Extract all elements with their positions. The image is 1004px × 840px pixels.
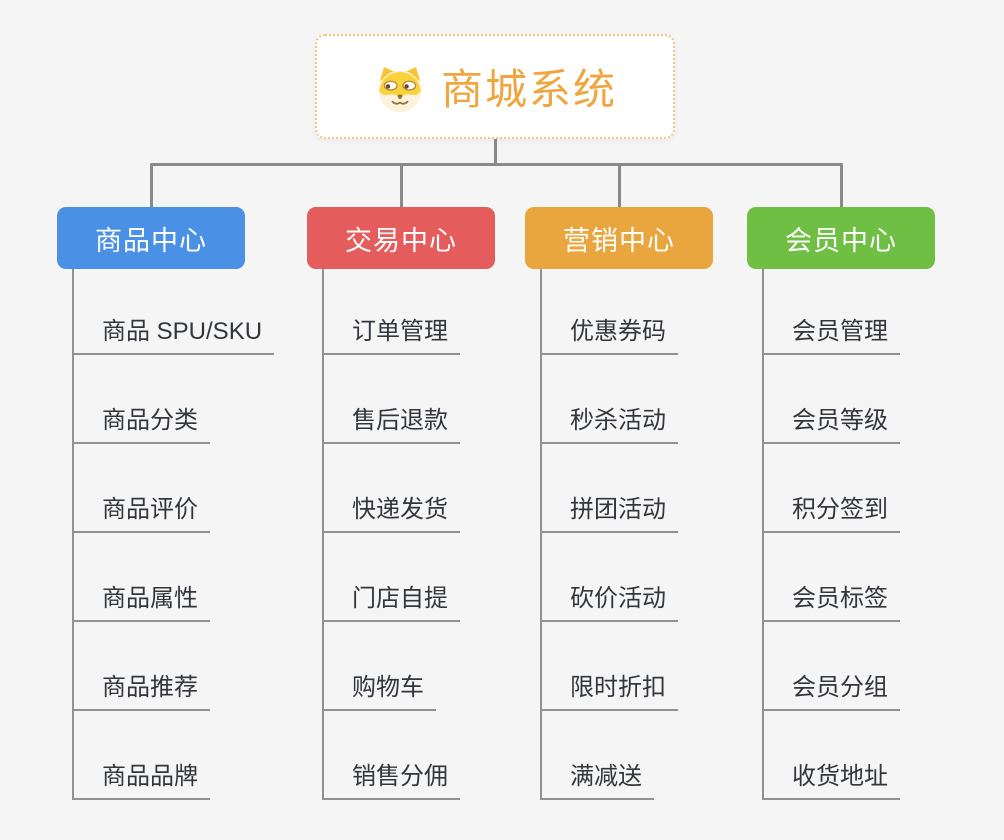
subtopic-row: 拼团活动 bbox=[542, 444, 713, 533]
subtopic-row: 门店自提 bbox=[324, 533, 495, 622]
subtopic-label[interactable]: 限时折扣 bbox=[542, 674, 678, 711]
subtopic-label[interactable]: 砍价活动 bbox=[542, 585, 678, 622]
subtopic-row: 秒杀活动 bbox=[542, 355, 713, 444]
subtopic-label[interactable]: 会员标签 bbox=[764, 585, 900, 622]
subtopic-label[interactable]: 商品评价 bbox=[74, 496, 210, 533]
branch-marketing-center: 营销中心 优惠券码 秒杀活动 拼团活动 砍价活动 限时折扣 满减送 bbox=[525, 207, 713, 800]
subtopic-label[interactable]: 购物车 bbox=[324, 674, 436, 711]
subtopic-label[interactable]: 优惠券码 bbox=[542, 318, 678, 355]
subtopic-row: 商品分类 bbox=[74, 355, 274, 444]
subtopic-list-member: 会员管理 会员等级 积分签到 会员标签 会员分组 收货地址 bbox=[762, 269, 935, 800]
subtopic-row: 快递发货 bbox=[324, 444, 495, 533]
subtopic-row: 购物车 bbox=[324, 622, 495, 711]
branch-product-center: 商品中心 商品 SPU/SKU 商品分类 商品评价 商品属性 商品推荐 商品品牌 bbox=[57, 207, 275, 800]
subtopic-row: 商品品牌 bbox=[74, 711, 274, 800]
subtopic-row: 会员分组 bbox=[764, 622, 935, 711]
subtopic-row: 订单管理 bbox=[324, 269, 495, 355]
branch-topic-marketing[interactable]: 营销中心 bbox=[525, 207, 713, 269]
subtopic-row: 会员管理 bbox=[764, 269, 935, 355]
branch-topic-member[interactable]: 会员中心 bbox=[747, 207, 935, 269]
subtopic-label[interactable]: 商品分类 bbox=[74, 407, 210, 444]
subtopic-row: 优惠券码 bbox=[542, 269, 713, 355]
subtopic-row: 满减送 bbox=[542, 711, 713, 800]
subtopic-label[interactable]: 拼团活动 bbox=[542, 496, 678, 533]
subtopic-row: 砍价活动 bbox=[542, 533, 713, 622]
subtopic-row: 会员标签 bbox=[764, 533, 935, 622]
subtopic-row: 售后退款 bbox=[324, 355, 495, 444]
subtopic-label[interactable]: 商品 SPU/SKU bbox=[74, 318, 275, 355]
subtopic-label[interactable]: 满减送 bbox=[542, 763, 654, 800]
subtopic-row: 商品属性 bbox=[74, 533, 274, 622]
subtopic-label[interactable]: 商品属性 bbox=[74, 585, 210, 622]
subtopic-label[interactable]: 快递发货 bbox=[324, 496, 460, 533]
subtopic-row: 商品 SPU/SKU bbox=[74, 269, 275, 355]
subtopic-label[interactable]: 秒杀活动 bbox=[542, 407, 678, 444]
doge-face-icon bbox=[373, 63, 427, 115]
subtopic-row: 积分签到 bbox=[764, 444, 935, 533]
subtopic-label[interactable]: 售后退款 bbox=[324, 407, 460, 444]
branch-trade-center: 交易中心 订单管理 售后退款 快递发货 门店自提 购物车 销售分佣 bbox=[307, 207, 495, 800]
subtopic-list-trade: 订单管理 售后退款 快递发货 门店自提 购物车 销售分佣 bbox=[322, 269, 495, 800]
subtopic-label[interactable]: 商品推荐 bbox=[74, 674, 210, 711]
subtopic-list-marketing: 优惠券码 秒杀活动 拼团活动 砍价活动 限时折扣 满减送 bbox=[540, 269, 713, 800]
subtopic-label[interactable]: 商品品牌 bbox=[74, 763, 210, 800]
subtopic-row: 销售分佣 bbox=[324, 711, 495, 800]
subtopic-row: 会员等级 bbox=[764, 355, 935, 444]
subtopic-label[interactable]: 收货地址 bbox=[764, 763, 900, 800]
branch-topic-product[interactable]: 商品中心 bbox=[57, 207, 245, 269]
root-topic-title: 商城系统 bbox=[440, 66, 617, 113]
subtopic-row: 限时折扣 bbox=[542, 622, 713, 711]
subtopic-label[interactable]: 会员等级 bbox=[764, 407, 900, 444]
subtopic-label[interactable]: 销售分佣 bbox=[324, 763, 460, 800]
branch-topic-trade[interactable]: 交易中心 bbox=[307, 207, 495, 269]
subtopic-row: 商品评价 bbox=[74, 444, 274, 533]
subtopic-row: 商品推荐 bbox=[74, 622, 274, 711]
root-topic[interactable]: 商城系统 bbox=[315, 34, 675, 139]
subtopic-list-product: 商品 SPU/SKU 商品分类 商品评价 商品属性 商品推荐 商品品牌 bbox=[72, 269, 275, 800]
subtopic-label[interactable]: 订单管理 bbox=[324, 318, 460, 355]
branch-member-center: 会员中心 会员管理 会员等级 积分签到 会员标签 会员分组 收货地址 bbox=[747, 207, 935, 800]
subtopic-label[interactable]: 门店自提 bbox=[324, 585, 460, 622]
subtopic-label[interactable]: 积分签到 bbox=[764, 496, 900, 533]
subtopic-row: 收货地址 bbox=[764, 711, 935, 800]
subtopic-label[interactable]: 会员分组 bbox=[764, 674, 900, 711]
subtopic-label[interactable]: 会员管理 bbox=[764, 318, 900, 355]
